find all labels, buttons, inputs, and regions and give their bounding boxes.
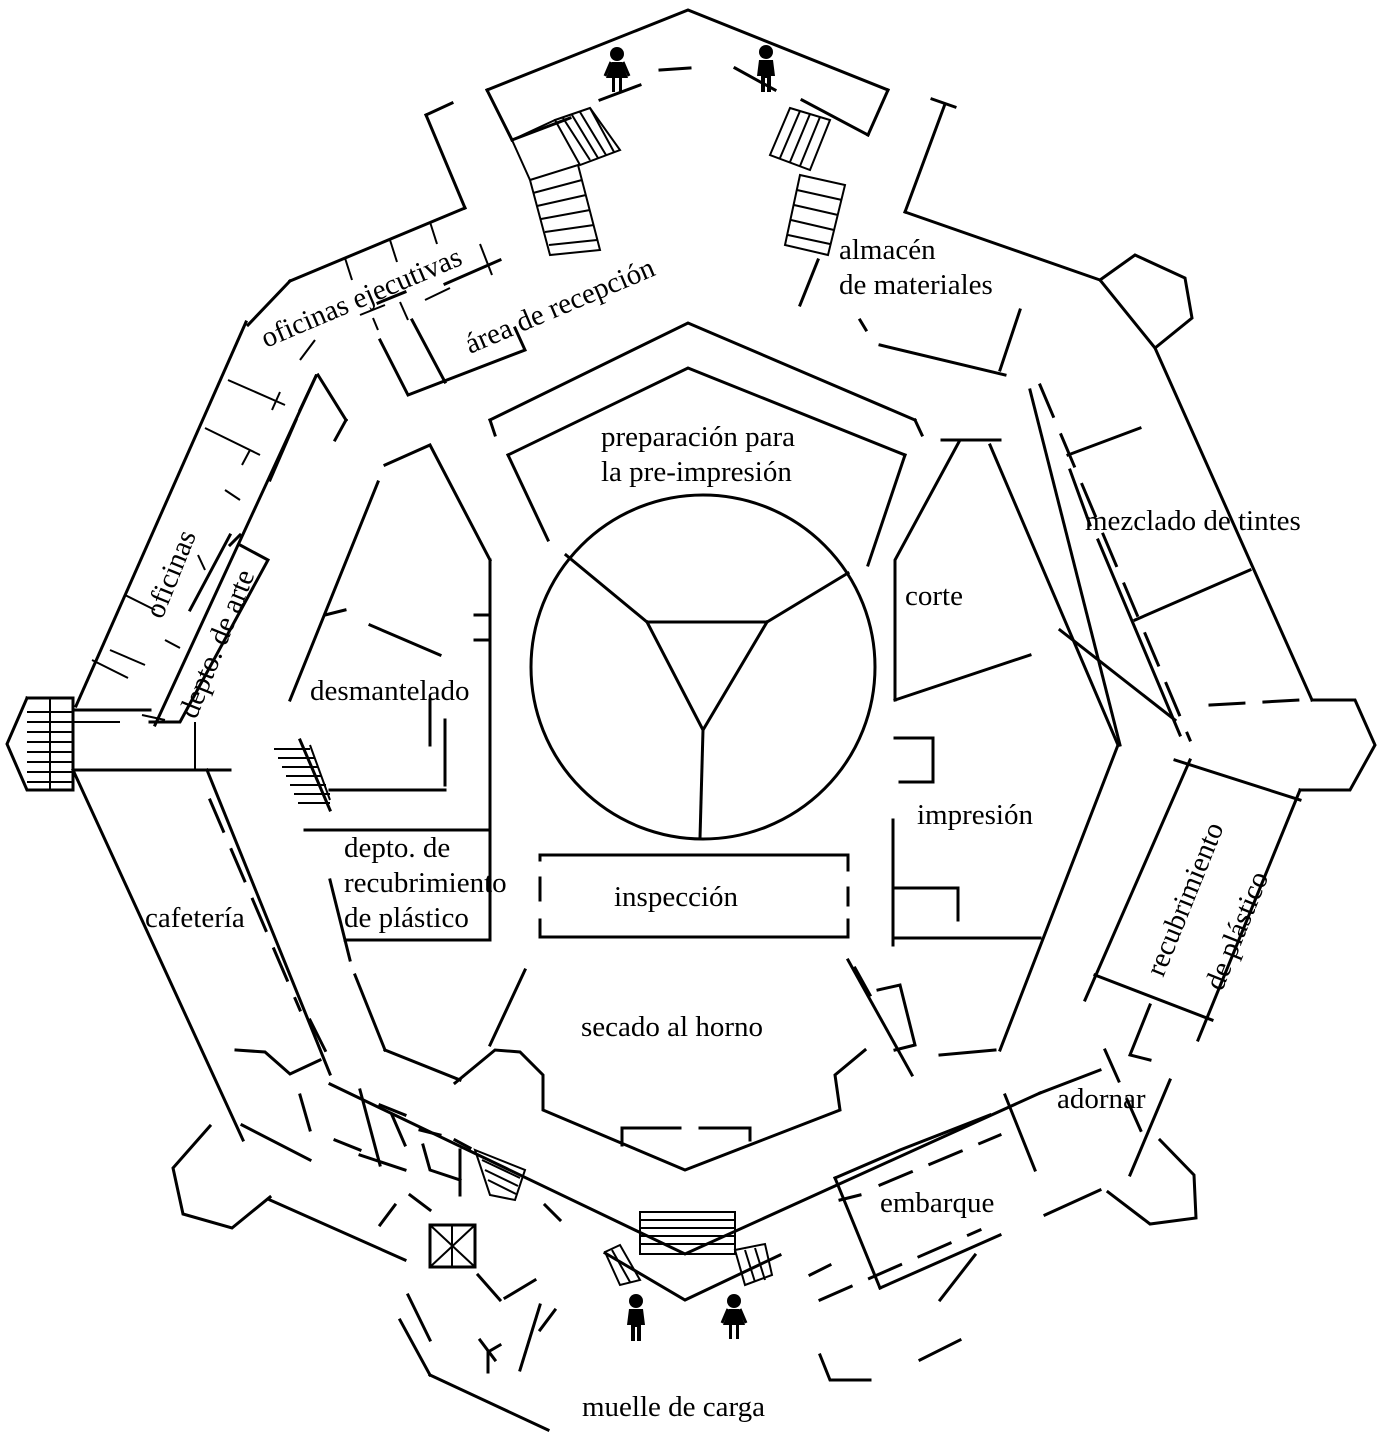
corridor-dashes [208,383,1302,1302]
woman-restroom-icon [603,45,631,94]
left-end-stairs [27,698,73,790]
inner-walls [288,321,1178,1172]
room-label-corte: corte [905,580,963,612]
room-label-inspeccion: inspección [614,881,739,913]
right-walls [833,388,1302,1290]
room-label-almacen: almacén [839,234,936,266]
room-label-muelle: muelle de carga [582,1391,765,1423]
room-label-depto-recubrimiento: recubrimiento [344,867,507,899]
room-label-de-materiales: de materiales [839,269,993,301]
executive-office-walls [299,221,493,361]
desmantelado-stairs [274,744,331,804]
stairs-right [768,106,847,257]
room-label-preparacion-2: la pre-impresión [601,456,792,488]
outer-walls [5,8,1377,1432]
room-label-desmantelado: desmantelado [310,675,469,707]
room-label-secado: secado al horno [581,1011,763,1043]
room-label-depto-de: depto. de [344,832,450,864]
left-office-walls [73,372,349,770]
room-label-oficinas-ejecutivas: oficinas ejecutivas [256,241,466,354]
central-circle [529,493,877,841]
room-label-depto-de-plastico: de plástico [344,902,469,934]
room-label-impresion: impresión [917,799,1033,831]
room-label-embarque: embarque [880,1187,994,1219]
man-restroom-icon [627,1294,645,1341]
room-label-mezclado: mezclado de tintes [1085,505,1301,537]
woman-restroom-icon [720,1292,748,1341]
room-label-preparacion-1: preparación para [601,421,795,453]
room-label-de-plastico: de plástico [1199,867,1275,995]
room-label-adornar: adornar [1057,1083,1146,1115]
bottom-walls [239,1088,833,1374]
stairs-left [511,106,622,257]
room-label-cafeteria: cafetería [145,902,245,934]
